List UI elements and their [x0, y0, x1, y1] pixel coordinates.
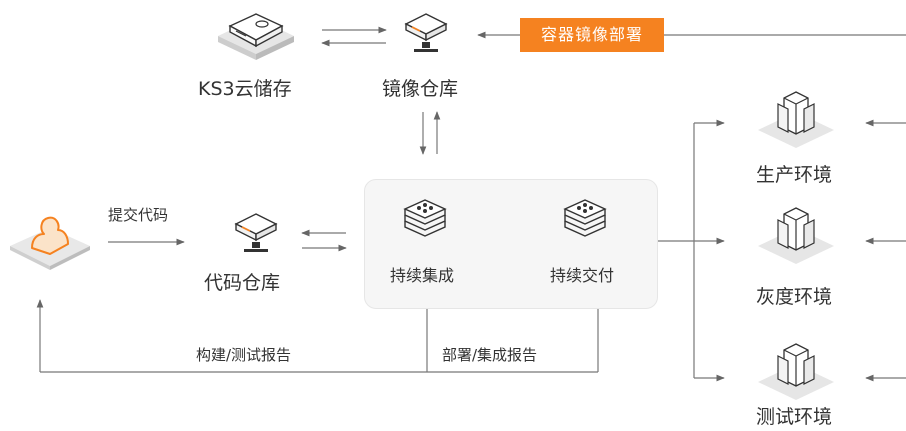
server-icon — [234, 213, 278, 252]
user-icon — [10, 216, 90, 270]
stack-icon — [403, 199, 447, 237]
registry-label: 镜像仓库 — [382, 78, 459, 100]
gray-env-label: 灰度环境 — [756, 286, 833, 308]
cd-label: 持续交付 — [550, 266, 615, 285]
cubes-icon — [758, 207, 834, 264]
code-repo-label: 代码仓库 — [204, 272, 281, 294]
ci-cd-panel — [364, 179, 658, 309]
ks3-storage-icon — [218, 13, 294, 60]
container-deploy-badge: 容器镜像部署 — [520, 18, 664, 52]
test-env-label: 测试环境 — [756, 406, 833, 428]
prod-env-label: 生产环境 — [756, 164, 833, 186]
commit-label: 提交代码 — [108, 206, 169, 224]
server-icon — [404, 13, 448, 52]
ks3-storage-label: KS3云储存 — [198, 78, 292, 100]
ci-label: 持续集成 — [390, 266, 455, 285]
build-report-label: 构建/测试报告 — [196, 346, 292, 364]
cubes-icon — [758, 343, 834, 400]
cubes-icon — [758, 91, 834, 148]
deploy-report-label: 部署/集成报告 — [442, 346, 538, 364]
stack-icon — [563, 199, 607, 237]
